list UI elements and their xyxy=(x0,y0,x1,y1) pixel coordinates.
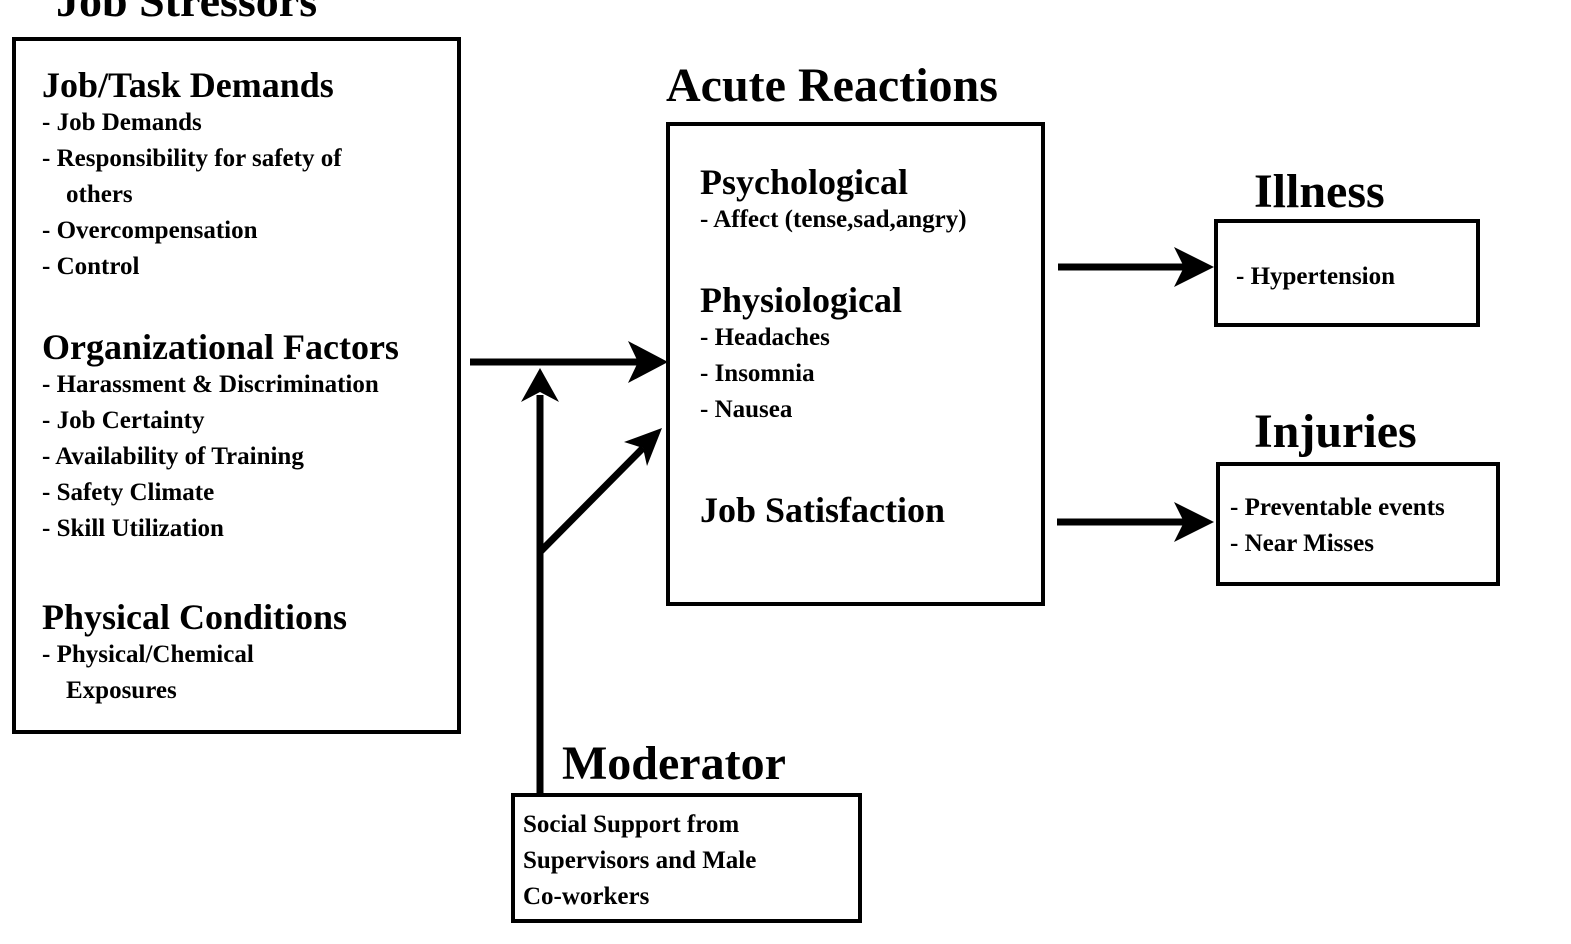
physiological-heading: Physiological xyxy=(700,280,903,320)
arrowhead xyxy=(521,368,559,402)
list-item: - Overcompensation xyxy=(42,216,258,244)
list-item: - Control xyxy=(42,252,140,280)
list-item: - Headaches xyxy=(700,323,830,351)
job-satisfaction-section: Job Satisfaction xyxy=(700,490,946,530)
list-item: - Affect (tense,sad,angry) xyxy=(700,205,967,233)
list-item: - Insomnia xyxy=(700,359,815,387)
moderator-line: Co-workers xyxy=(523,883,650,910)
injuries-list: - Preventable events - Near Misses xyxy=(1230,490,1445,562)
arrowhead xyxy=(1174,247,1214,287)
list-item: - Job Demands xyxy=(42,108,202,136)
acute-reactions-box: Psychological - Affect (tense,sad,angry)… xyxy=(666,122,1045,606)
arrowhead xyxy=(628,341,668,383)
moderator-line: Supervisors and Male xyxy=(523,847,757,874)
list-item: - Responsibility for safety of xyxy=(42,144,342,172)
moderator-diagonal-arrow xyxy=(537,445,646,555)
injuries-title: Injuries xyxy=(1254,405,1417,458)
arrowhead xyxy=(1174,502,1214,542)
moderator-text: Social Support from Supervisors and Male… xyxy=(523,807,756,915)
psychological-section: Psychological - Affect (tense,sad,angry) xyxy=(700,162,967,238)
illness-box: - Hypertension xyxy=(1214,219,1480,327)
organizational-factors-heading: Organizational Factors xyxy=(42,327,399,367)
job-stressors-title: Job Stressors xyxy=(56,0,318,26)
list-item: - Job Certainty xyxy=(42,406,205,434)
list-item: - Harassment & Discrimination xyxy=(42,370,379,398)
list-item: - Preventable events xyxy=(1230,494,1445,521)
acute-reactions-title: Acute Reactions xyxy=(666,59,998,112)
list-item: - Physical/Chemical xyxy=(42,640,254,668)
list-item: others xyxy=(66,180,133,208)
list-item: Exposures xyxy=(66,676,177,704)
physiological-section: Physiological - Headaches - Insomnia - N… xyxy=(700,280,903,428)
moderator-title: Moderator xyxy=(562,737,786,790)
physical-conditions-heading: Physical Conditions xyxy=(42,597,348,637)
list-item: - Near Misses xyxy=(1230,530,1374,557)
list-item: - Hypertension xyxy=(1236,263,1396,290)
illness-title: Illness xyxy=(1254,165,1385,218)
organizational-factors-section: Organizational Factors - Harassment & Di… xyxy=(42,327,399,547)
moderator-box: Social Support from Supervisors and Male… xyxy=(511,793,862,923)
job-stressors-box: Job/Task Demands - Job Demands - Respons… xyxy=(12,37,461,734)
physical-conditions-section: Physical Conditions - Physical/Chemical … xyxy=(42,597,348,709)
job-task-demands-section: Job/Task Demands - Job Demands - Respons… xyxy=(42,65,342,285)
psychological-heading: Psychological xyxy=(700,162,908,202)
job-satisfaction-heading: Job Satisfaction xyxy=(700,490,946,530)
list-item: - Nausea xyxy=(700,395,793,423)
job-task-demands-heading: Job/Task Demands xyxy=(42,65,334,105)
list-item: - Availability of Training xyxy=(42,442,304,470)
arrowhead xyxy=(624,428,662,466)
moderator-line: Social Support from xyxy=(523,811,740,838)
injuries-box: - Preventable events - Near Misses xyxy=(1216,462,1500,586)
list-item: - Safety Climate xyxy=(42,478,215,506)
list-item: - Skill Utilization xyxy=(42,514,224,542)
